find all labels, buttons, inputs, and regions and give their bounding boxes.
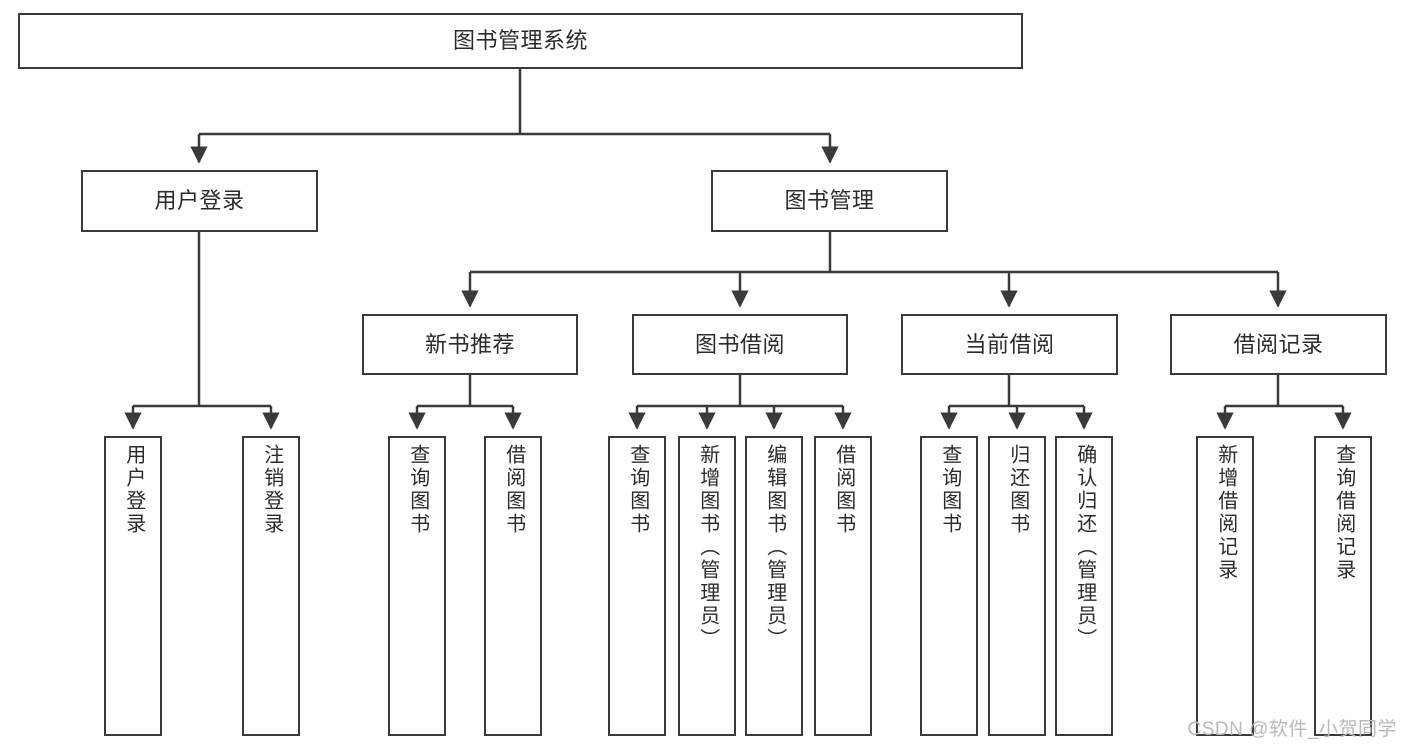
node-leaf-borrow-book-1-label: 借阅图书 xyxy=(502,444,525,536)
node-book-borrow[interactable]: 图书借阅 xyxy=(632,314,848,375)
node-leaf-confirm-return[interactable]: 确认归还（管理员） xyxy=(1055,436,1113,736)
node-book-manage-label: 图书管理 xyxy=(784,188,875,214)
node-root-label: 图书管理系统 xyxy=(452,28,588,54)
node-leaf-return-book[interactable]: 归还图书 xyxy=(988,436,1046,736)
node-borrow-record-label: 借阅记录 xyxy=(1233,331,1324,357)
node-leaf-return-book-label: 归还图书 xyxy=(1006,444,1029,536)
node-leaf-query-book-3[interactable]: 查询图书 xyxy=(920,436,978,736)
node-leaf-query-book-1-label: 查询图书 xyxy=(406,444,429,536)
node-leaf-add-borrow-record-label: 新增借阅记录 xyxy=(1214,444,1237,582)
node-current-borrow-label: 当前借阅 xyxy=(964,331,1055,357)
node-leaf-user-logout[interactable]: 注销登录 xyxy=(242,436,300,736)
node-leaf-add-borrow-record[interactable]: 新增借阅记录 xyxy=(1196,436,1254,736)
node-leaf-user-login[interactable]: 用户登录 xyxy=(104,436,162,736)
node-leaf-borrow-book-1[interactable]: 借阅图书 xyxy=(484,436,542,736)
node-user-login[interactable]: 用户登录 xyxy=(81,170,318,232)
node-leaf-edit-book-label: 编辑图书（管理员） xyxy=(763,444,786,651)
node-leaf-query-borrow-record-label: 查询借阅记录 xyxy=(1332,444,1355,582)
node-leaf-query-book-1[interactable]: 查询图书 xyxy=(388,436,446,736)
node-new-book-recommend[interactable]: 新书推荐 xyxy=(362,314,578,375)
node-leaf-add-book[interactable]: 新增图书（管理员） xyxy=(678,436,736,736)
node-leaf-user-logout-label: 注销登录 xyxy=(260,444,283,536)
node-leaf-borrow-book-2-label: 借阅图书 xyxy=(832,444,855,536)
node-current-borrow[interactable]: 当前借阅 xyxy=(901,314,1118,375)
node-new-book-recommend-label: 新书推荐 xyxy=(424,331,515,357)
node-leaf-edit-book[interactable]: 编辑图书（管理员） xyxy=(745,436,803,736)
node-leaf-add-book-label: 新增图书（管理员） xyxy=(696,444,719,651)
node-leaf-query-borrow-record[interactable]: 查询借阅记录 xyxy=(1314,436,1372,736)
node-leaf-query-book-2[interactable]: 查询图书 xyxy=(608,436,666,736)
node-leaf-user-login-label: 用户登录 xyxy=(122,444,145,536)
node-leaf-query-book-3-label: 查询图书 xyxy=(938,444,961,536)
node-book-borrow-label: 图书借阅 xyxy=(694,331,785,357)
node-root[interactable]: 图书管理系统 xyxy=(18,13,1023,69)
node-borrow-record[interactable]: 借阅记录 xyxy=(1170,314,1387,375)
node-user-login-label: 用户登录 xyxy=(154,188,245,214)
node-leaf-borrow-book-2[interactable]: 借阅图书 xyxy=(814,436,872,736)
node-leaf-query-book-2-label: 查询图书 xyxy=(626,444,649,536)
node-leaf-confirm-return-label: 确认归还（管理员） xyxy=(1073,444,1096,651)
node-book-manage[interactable]: 图书管理 xyxy=(711,170,948,232)
